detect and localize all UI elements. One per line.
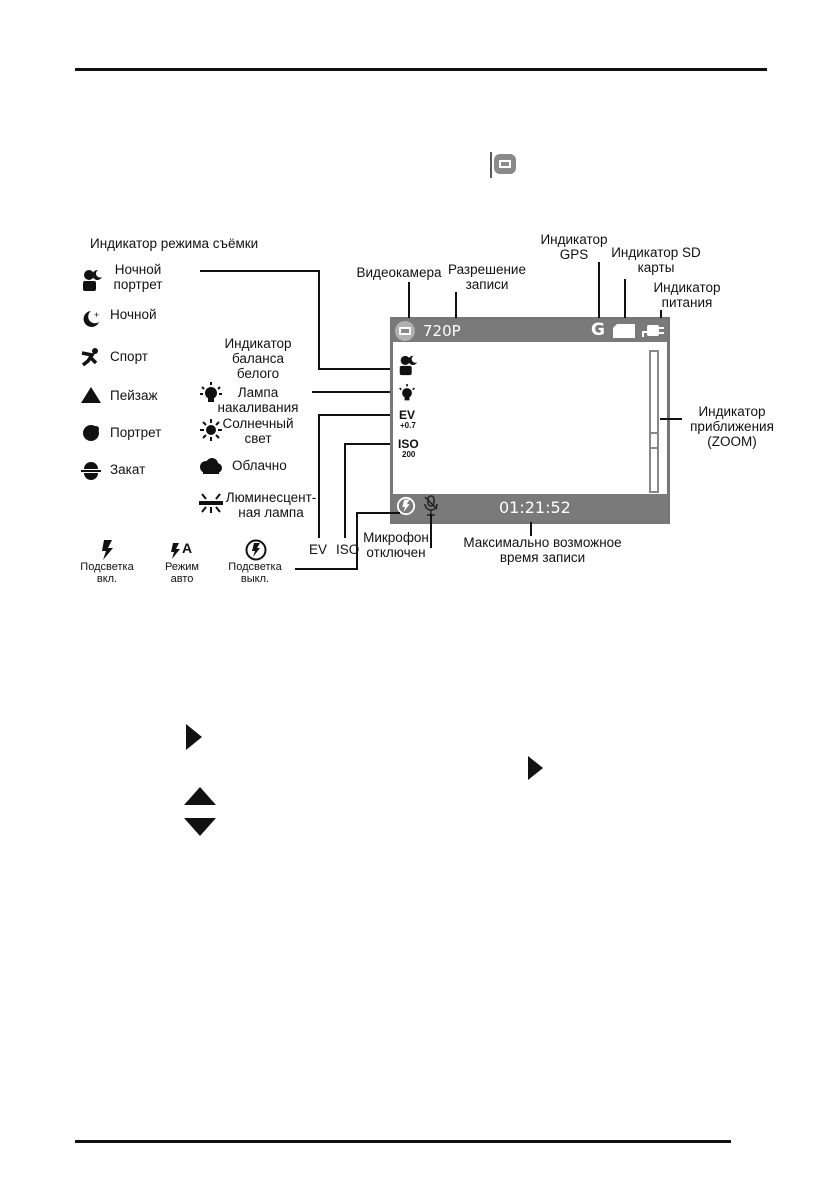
wb-fluorescent: Люминесцент-ная лампа: [225, 490, 317, 520]
zoom-bar: [649, 350, 659, 493]
iso-label: ISO: [398, 437, 419, 451]
fluorescent-icon: [198, 492, 224, 514]
bottom-rule: [75, 1140, 731, 1143]
sun-icon: [200, 419, 222, 441]
record-time: 01:21:52: [499, 498, 571, 517]
callout-mic: Микрофон отключен: [363, 530, 429, 560]
sport-icon: [80, 347, 102, 367]
incandescent-bulb-icon: [398, 384, 416, 402]
play-arrow-icon: [528, 756, 544, 780]
video-camera-icon: [490, 152, 520, 178]
sunset-icon: [80, 460, 102, 480]
scene-night: Ночной: [110, 307, 157, 322]
arrow-up-icon: [184, 787, 216, 805]
scene-landscape: Пейзаж: [110, 388, 158, 403]
power-plug-icon: [641, 322, 665, 338]
flash-off-label: Подсветка выкл.: [228, 561, 282, 585]
callout-power: Индикатор питания: [653, 280, 721, 310]
wb-cloudy: Облачно: [232, 458, 287, 473]
screen-bottom-bar: 01:21:52: [393, 494, 667, 521]
flash-off-icon: [396, 496, 416, 516]
callout-iso: ISO: [336, 542, 360, 557]
callout-videocamera: Видеокамера: [356, 265, 442, 280]
white-balance-title: Индикатор баланса белого: [224, 336, 292, 381]
moon-icon: +: [80, 308, 102, 330]
night-portrait-icon: [397, 354, 419, 376]
wb-sunny: Солнечный свет: [222, 416, 294, 446]
ev-label: EV: [399, 408, 416, 422]
callout-sd: Индикатор SD карты: [611, 245, 701, 275]
scene-sunset: Закат: [110, 462, 146, 477]
screen-top-bar: 720P G: [393, 320, 667, 342]
flash-off-icon: [245, 539, 267, 561]
play-arrow-icon: [186, 724, 204, 750]
flash-on-label: Подсветка вкл.: [80, 561, 134, 585]
ev-value: +0.7: [400, 421, 416, 430]
camera-screen: 720P G EV +0.7 ISO 200 01:21:52: [390, 317, 670, 524]
svg-text:+: +: [94, 310, 99, 320]
callout-gps: Индикатор GPS: [540, 232, 608, 262]
callout-ev: EV: [309, 542, 328, 557]
flash-auto-label: Режим авто: [165, 561, 199, 585]
callout-resolution: Разрешение записи: [448, 262, 526, 292]
gps-indicator: G: [591, 320, 605, 340]
wb-incandescent: Лампа накаливания: [217, 385, 299, 415]
callout-zoom: Индикатор приближения (ZOOM): [690, 404, 774, 449]
svg-text:A: A: [182, 540, 192, 556]
incandescent-bulb-icon: [200, 382, 222, 404]
scene-portrait: Портрет: [110, 425, 162, 440]
callout-max-time: Максимально возможное время записи: [463, 535, 622, 565]
portrait-icon: [80, 423, 102, 443]
arrow-down-icon: [184, 818, 216, 836]
scene-sport: Спорт: [110, 349, 148, 364]
sd-card-icon: [613, 324, 635, 338]
resolution-value: 720P: [423, 322, 461, 340]
top-rule: [75, 68, 767, 71]
night-portrait-icon: [80, 268, 104, 292]
scene-mode-title: Индикатор режима съёмки: [90, 236, 259, 251]
iso-value: 200: [402, 450, 416, 459]
mountain-icon: [80, 386, 102, 404]
flash-on-icon: [100, 540, 116, 560]
flash-auto-icon: A: [170, 540, 196, 560]
scene-night-portrait: Ночной портрет: [113, 262, 163, 292]
cloud-icon: [199, 457, 223, 475]
video-camera-icon: [394, 321, 416, 341]
